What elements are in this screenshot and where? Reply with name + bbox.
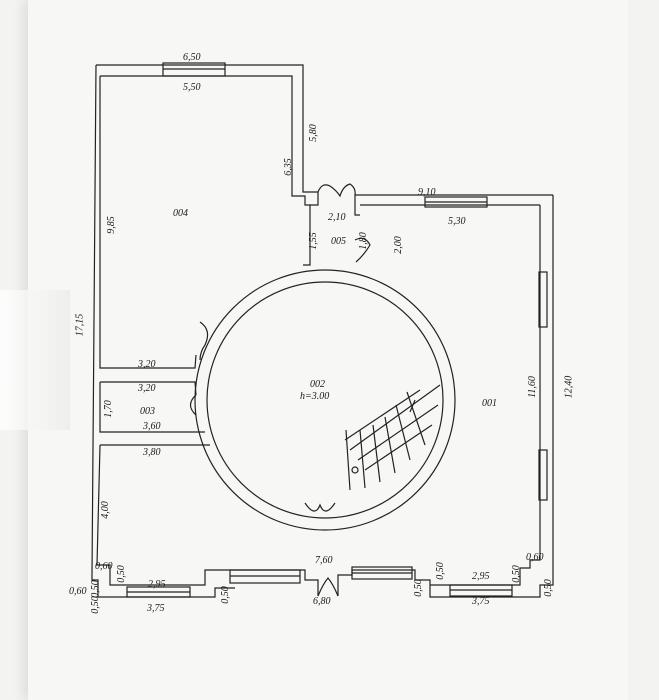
dim-top-outer-004: 6,50 [183, 52, 201, 63]
dim-vestibule-door: 2,00 [392, 236, 404, 254]
dim-right-outer-001: 12,40 [563, 375, 575, 399]
room-002-height: h=3.00 [300, 391, 330, 402]
dim-top-inner-001: 5,30 [448, 216, 466, 227]
dim-step-right-b: 0,50 [434, 562, 446, 580]
dim-step-right-c: 0,50 [510, 565, 522, 583]
paper-sheet [28, 0, 628, 700]
dim-front-outer: 7,60 [315, 555, 333, 566]
room-005-label: 005 [331, 236, 346, 247]
dim-side-sw-room: 4,00 [99, 501, 111, 519]
dim-vestibule-left: 1,55 [307, 232, 319, 250]
dim-bay-right-inner: 2,95 [472, 571, 490, 582]
dim-top-003: 3,20 [138, 383, 156, 394]
dim-step-right-e: 0,50 [542, 579, 554, 597]
dim-vestibule-width: 2,10 [328, 212, 346, 223]
dim-vestibule-right: 1,80 [357, 232, 369, 250]
dim-right-inner-001: 11,60 [526, 376, 538, 398]
dim-step-left-a: 0,60 [95, 561, 113, 572]
dim-bay-left-outer: 3,75 [147, 603, 165, 614]
dim-step-left-f: 0,50 [219, 586, 231, 604]
dim-top-inner-004: 5,50 [183, 82, 201, 93]
dim-step-right-d: 0,60 [526, 552, 544, 563]
room-002-label: 002 [310, 379, 325, 390]
dim-top-outer-001: 9,10 [418, 187, 436, 198]
room-001-label: 001 [482, 398, 497, 409]
dim-side-003: 1,70 [102, 400, 114, 418]
dim-left-outer-total: 17,15 [74, 313, 86, 337]
room-003-label: 003 [140, 406, 155, 417]
dim-bay-right-outer: 3,75 [472, 596, 490, 607]
dim-step-left-b: 0,50 [115, 565, 127, 583]
dim-bottom-003: 3,60 [143, 421, 161, 432]
room-004-label: 004 [173, 208, 188, 219]
dim-right-outer-004: 5,80 [307, 124, 319, 142]
wall-004-outer [96, 64, 318, 193]
dim-step-left-c: 0,60 [69, 586, 87, 597]
dim-bottom-004: 3,20 [138, 359, 156, 370]
dim-step-left-d: 0,50 [89, 580, 101, 598]
dim-top-sw-room: 3,80 [143, 447, 161, 458]
dim-step-left-e: 0,50 [89, 596, 101, 614]
paper-fold [0, 290, 70, 430]
dim-right-inner-004: 6,35 [282, 158, 294, 176]
dim-left-inner-004: 9,85 [105, 216, 117, 234]
dim-bay-left-inner: 2,95 [148, 579, 166, 590]
dim-front-inner: 6,80 [313, 596, 331, 607]
dim-step-right-a: 0,50 [412, 579, 424, 597]
